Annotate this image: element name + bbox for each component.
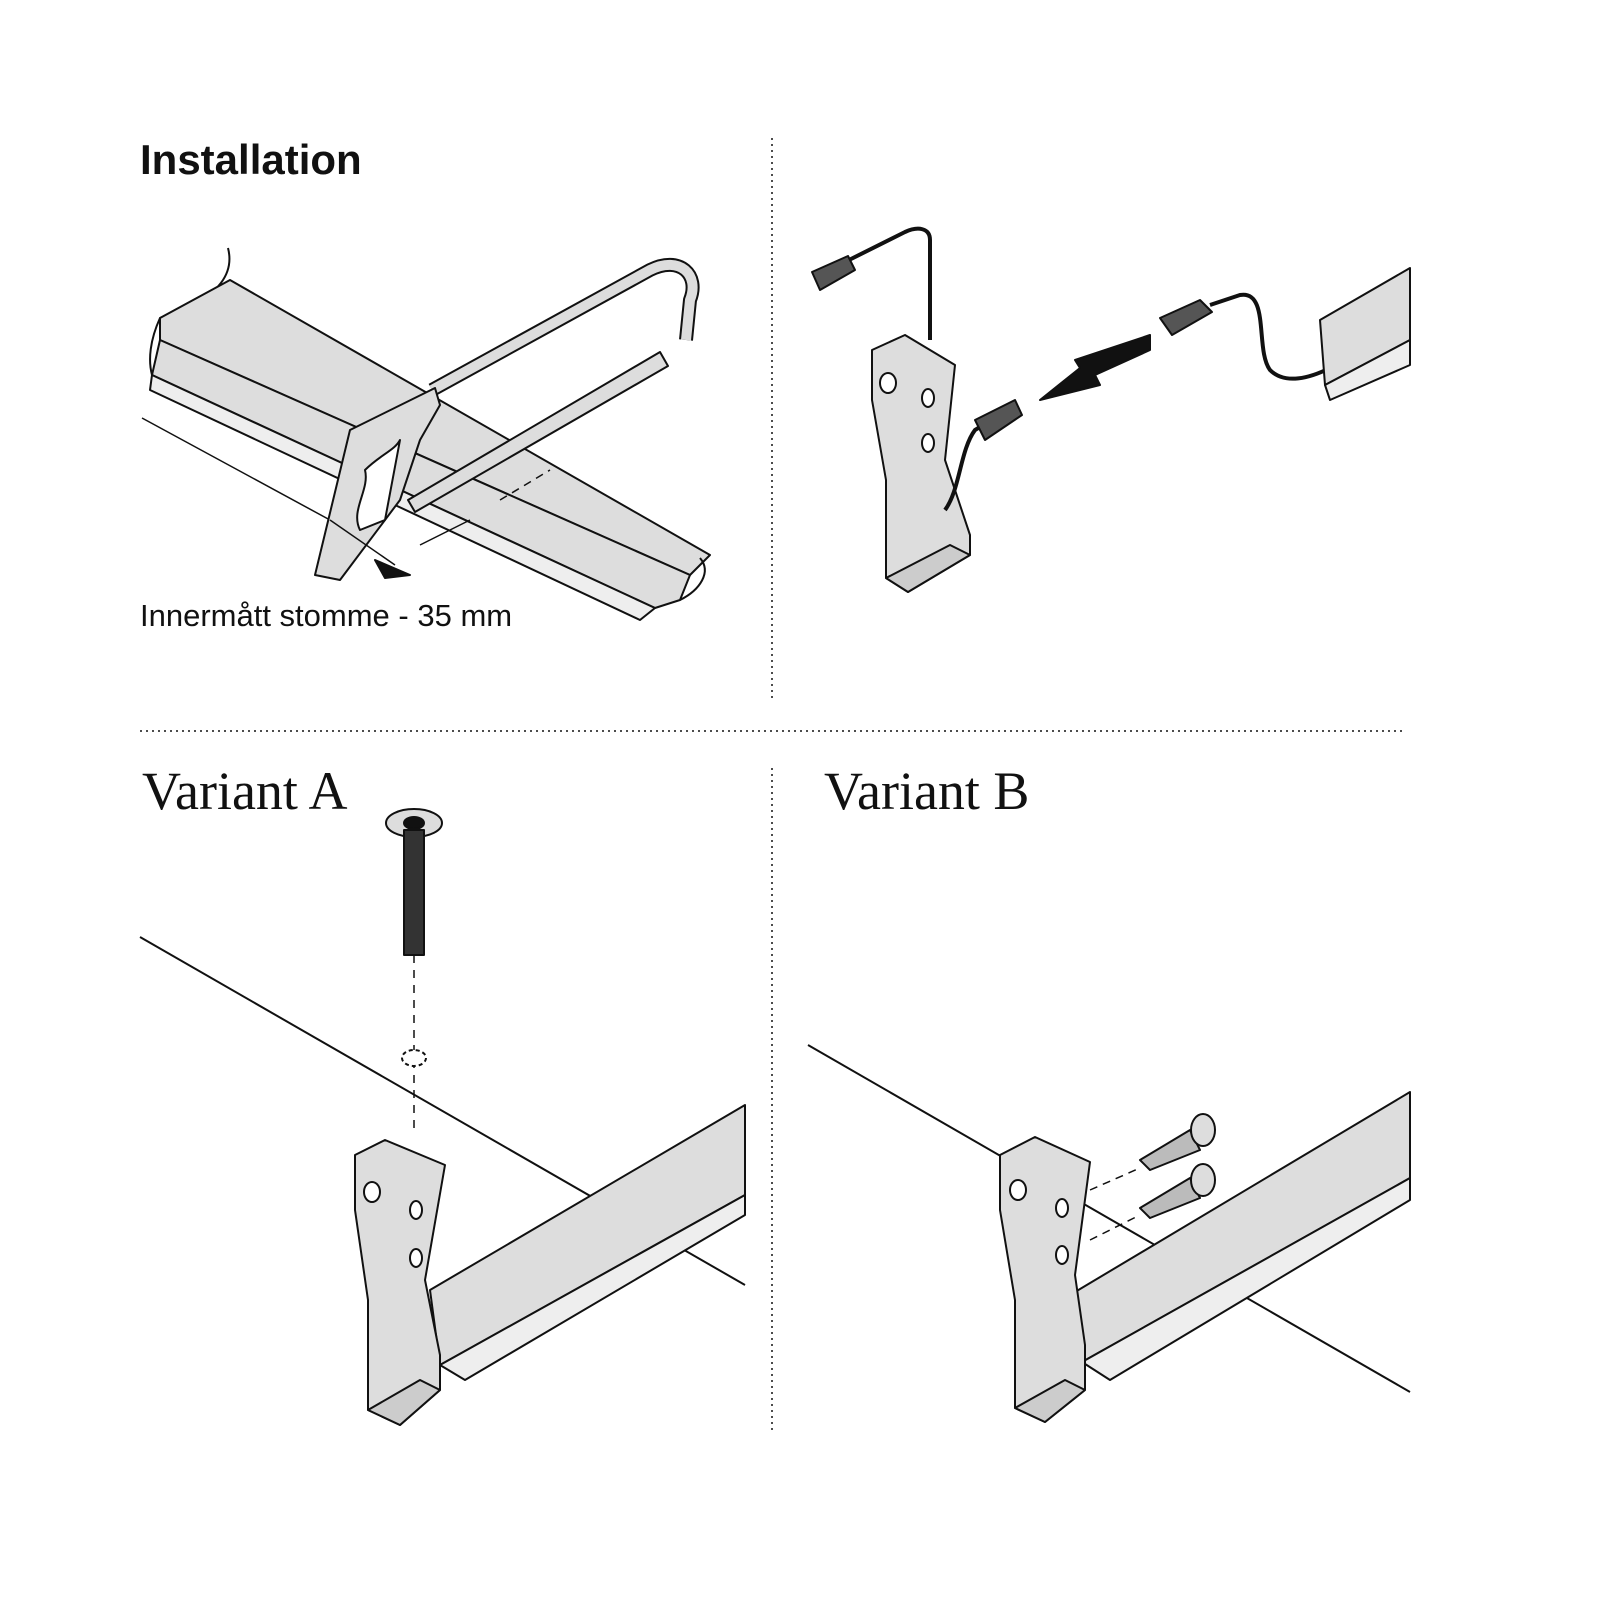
page-title: Installation — [140, 136, 362, 183]
variant-a-heading: Variant A — [142, 761, 348, 821]
variant-a-illustration — [139, 808, 746, 1426]
variant-b-illustration — [807, 1044, 1411, 1423]
dividers — [140, 138, 1402, 1430]
cut-length-caption: Innermått stomme - 35 mm — [140, 598, 513, 633]
variant-b-heading: Variant B — [824, 761, 1030, 821]
cable-connection-illustration — [811, 226, 1411, 593]
saw-cut-illustration — [141, 247, 711, 621]
